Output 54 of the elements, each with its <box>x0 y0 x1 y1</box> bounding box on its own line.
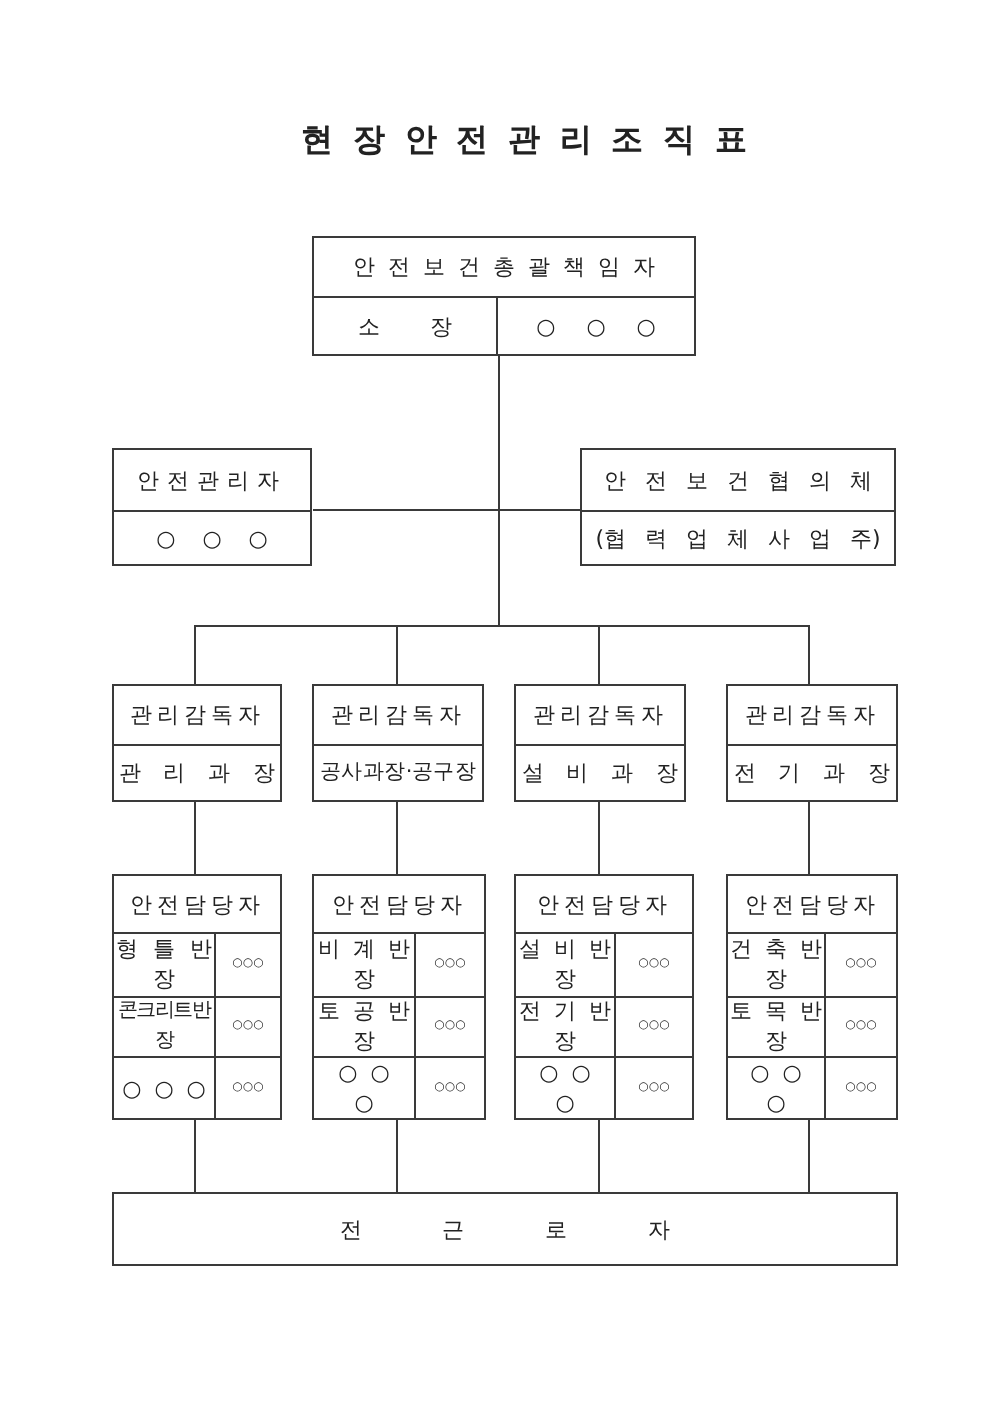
table-cell-text: 공사과장·공구장 <box>318 758 478 788</box>
heading-cell: 관리감독자 <box>314 686 482 746</box>
table-cell: ○ ○ ○ <box>516 1056 616 1118</box>
table-cell: 토 목 반 장 <box>728 995 826 1057</box>
table-cell: 설 비 반 장 <box>516 934 616 996</box>
org-box <box>514 874 694 1120</box>
org-box <box>112 684 282 802</box>
heading-cell: 안전담당자 <box>114 876 280 934</box>
heading-cell: 안전담당자 <box>314 876 484 934</box>
table-cell-text: ○ ○ ○ <box>154 523 270 555</box>
connector-line <box>808 801 810 875</box>
heading-cell: 안전담당자 <box>728 876 896 934</box>
org-box <box>312 684 484 802</box>
heading-cell: 안 전 보 건 총 괄 책 임 자 <box>314 238 694 298</box>
table-cell-text: 관 리 과 장 <box>116 758 278 790</box>
box-text: 전 근 로 자 <box>339 1214 671 1244</box>
connector-line <box>498 355 810 685</box>
table-cell: 콘크리트반장 <box>114 995 216 1057</box>
org-box <box>312 874 486 1120</box>
connector-line <box>598 801 600 875</box>
table-cell: ○ ○ ○ <box>314 1056 416 1118</box>
org-box <box>312 236 696 356</box>
table-cell: ○ ○ ○ <box>728 1056 826 1118</box>
heading-cell: 안 전 보 건 협 의 체 <box>582 450 894 512</box>
org-box <box>112 874 282 1120</box>
org-box <box>112 448 312 566</box>
org-box <box>514 684 686 802</box>
heading-cell: 관리감독자 <box>516 686 684 746</box>
org-box <box>112 1192 898 1266</box>
connector-line <box>396 1119 398 1193</box>
title: 현 장 안 전 관 리 조 직 표 <box>301 118 747 162</box>
heading-cell: 안전담당자 <box>516 876 692 934</box>
connector-line <box>396 801 398 875</box>
table-cell: ○ ○ ○ <box>114 1056 216 1118</box>
table-cell: 비 계 반 장 <box>314 934 416 996</box>
org-box <box>726 684 898 802</box>
table-cell: 토 공 반 장 <box>314 995 416 1057</box>
org-box <box>580 448 896 566</box>
table-cell-text: 설 비 과 장 <box>519 758 681 790</box>
table-cell-text: 전 기 과 장 <box>731 758 893 790</box>
table-cell: 전 기 반 장 <box>516 995 616 1057</box>
table-cell: 형 틀 반 장 <box>114 934 216 996</box>
connector-line <box>598 1119 600 1193</box>
heading-cell: 관리감독자 <box>114 686 280 746</box>
connector-line <box>194 1119 196 1193</box>
connector-line <box>808 1119 810 1193</box>
heading-cell: 관리감독자 <box>728 686 896 746</box>
heading-cell: 안전관리자 <box>114 450 310 512</box>
table-cell-text: ○ ○ ○ <box>534 311 658 343</box>
table-cell: 소 장 <box>314 298 498 354</box>
table-cell-text: (협 력 업 체 사 업 주) <box>593 523 883 555</box>
table-cell: 건 축 반 장 <box>728 934 826 996</box>
connector-line <box>194 801 196 875</box>
org-box <box>726 874 898 1120</box>
